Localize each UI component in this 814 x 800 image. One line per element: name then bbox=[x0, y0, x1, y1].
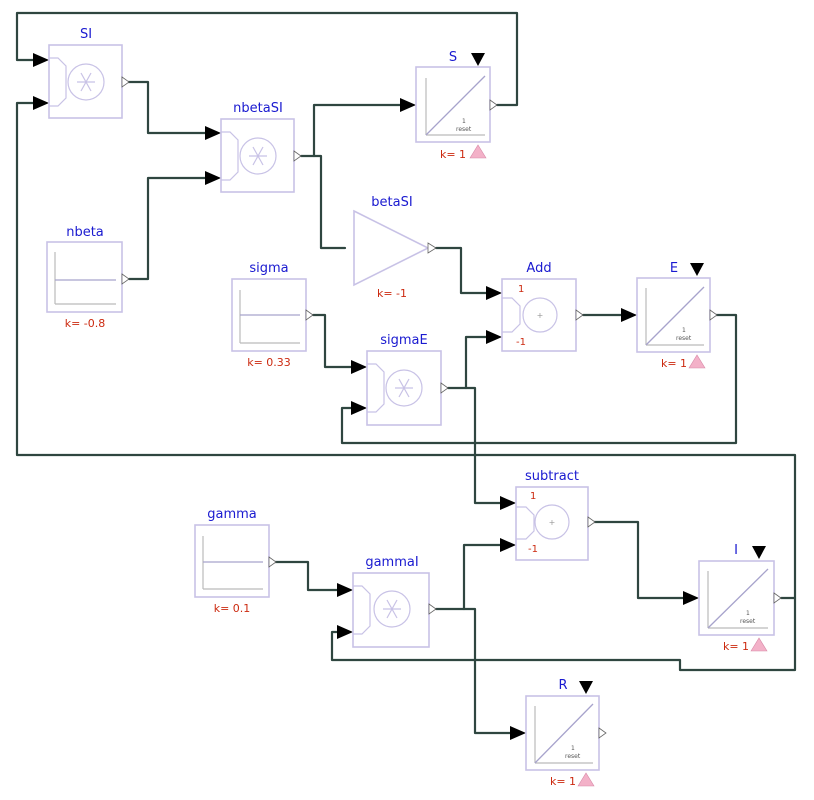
arrow-gammai-in2 bbox=[337, 625, 353, 639]
block-i-integrator[interactable]: 1 reset I k= 1 bbox=[698, 543, 782, 653]
block-i-title: I bbox=[734, 543, 738, 558]
block-r-param: k= 1 bbox=[550, 775, 576, 788]
block-subtract-in2-label: -1 bbox=[528, 544, 538, 555]
block-e-param: k= 1 bbox=[661, 357, 687, 370]
block-nbeta[interactable]: nbeta k= -0.8 bbox=[46, 225, 130, 330]
block-subtract-in1-label: 1 bbox=[530, 491, 536, 502]
block-r-trigger-icon[interactable] bbox=[577, 772, 595, 787]
block-si-title: SI bbox=[80, 27, 92, 42]
block-r-reset-port-icon[interactable] bbox=[579, 681, 593, 694]
wire-i-to-si[interactable] bbox=[15, 101, 797, 600]
block-subtract-title: subtract bbox=[525, 469, 579, 484]
block-nbetasi-title: nbetaSI bbox=[233, 101, 283, 116]
arrow-subtract-in2 bbox=[500, 538, 516, 552]
wire-subtract-to-i[interactable] bbox=[592, 520, 692, 600]
arrow-subtract-in1 bbox=[500, 496, 516, 510]
block-betasi-title: betaSI bbox=[371, 195, 412, 210]
arrow-si-in2 bbox=[33, 96, 49, 110]
svg-text:+: + bbox=[537, 311, 544, 320]
block-gamma[interactable]: gamma k= 0.1 bbox=[194, 507, 277, 615]
svg-text:+: + bbox=[549, 518, 556, 527]
block-e-integrator[interactable]: 1 reset E k= 1 bbox=[636, 261, 718, 370]
block-i-one: 1 bbox=[746, 610, 750, 617]
block-gamma-param: k= 0.1 bbox=[214, 602, 251, 615]
block-e-one: 1 bbox=[682, 327, 686, 334]
block-add-title: Add bbox=[526, 261, 551, 276]
block-betasi-gain[interactable]: betaSI k= -1 bbox=[353, 195, 437, 300]
block-subtract[interactable]: + 1 -1 subtract bbox=[515, 469, 596, 561]
wire-nbeta-to-nbetasi[interactable] bbox=[127, 176, 214, 281]
block-sigmae[interactable]: sigmaE bbox=[366, 333, 449, 426]
block-gammai-title: gammaI bbox=[365, 555, 418, 570]
wire-betasi-to-add[interactable] bbox=[434, 246, 495, 295]
block-s-reset: reset bbox=[456, 126, 472, 133]
wire-s-to-si[interactable] bbox=[15, 11, 519, 107]
wire-si-to-nbetasi[interactable] bbox=[126, 80, 214, 135]
wire-sigmae-to-subtract[interactable] bbox=[464, 386, 509, 505]
block-s-param: k= 1 bbox=[440, 148, 466, 161]
block-sigma-title: sigma bbox=[249, 261, 288, 276]
arrow-nbetasi-in2 bbox=[205, 171, 221, 185]
wire-nbetasi-to-s[interactable] bbox=[299, 103, 409, 158]
arrow-e-in bbox=[621, 308, 637, 322]
arrow-s-in bbox=[400, 98, 416, 112]
block-r-title: R bbox=[558, 678, 567, 693]
arrow-sigmae-in2 bbox=[351, 401, 367, 415]
block-sigmae-title: sigmaE bbox=[380, 333, 427, 348]
wire-gamma-to-gammai[interactable] bbox=[273, 560, 346, 592]
wire-gammai-to-r[interactable] bbox=[462, 607, 519, 735]
block-r-reset: reset bbox=[565, 753, 581, 760]
arrow-r-in bbox=[510, 726, 526, 740]
block-add[interactable]: + 1 -1 Add bbox=[501, 261, 584, 352]
wire-sigma-to-sigmae[interactable] bbox=[311, 313, 360, 369]
block-nbeta-title: nbeta bbox=[66, 225, 104, 240]
block-i-param: k= 1 bbox=[723, 640, 749, 653]
block-nbeta-param: k= -0.8 bbox=[65, 317, 106, 330]
block-add-in1-label: 1 bbox=[518, 284, 524, 295]
block-e-trigger-icon[interactable] bbox=[688, 354, 706, 369]
wire-nbetasi-to-betasi[interactable] bbox=[312, 154, 347, 250]
wire-i-to-gammai[interactable] bbox=[330, 596, 797, 672]
block-e-title: E bbox=[670, 261, 678, 276]
arrow-nbetasi-in1 bbox=[205, 126, 221, 140]
block-s-reset-port-icon[interactable] bbox=[471, 53, 485, 66]
block-i-reset-port-icon[interactable] bbox=[752, 546, 766, 559]
block-e-reset: reset bbox=[676, 335, 692, 342]
block-r-one: 1 bbox=[571, 745, 575, 752]
block-betasi-param: k= -1 bbox=[377, 287, 407, 300]
block-s-one: 1 bbox=[462, 118, 466, 125]
block-si[interactable]: SI bbox=[48, 27, 130, 119]
arrow-gammai-in1 bbox=[337, 583, 353, 597]
arrow-sigmae-in1 bbox=[351, 360, 367, 374]
block-e-reset-port-icon[interactable] bbox=[690, 263, 704, 276]
block-i-trigger-icon[interactable] bbox=[750, 637, 768, 652]
block-nbetasi[interactable]: nbetaSI bbox=[220, 101, 302, 193]
block-s-trigger-icon[interactable] bbox=[469, 144, 487, 159]
arrow-si-in1 bbox=[33, 53, 49, 67]
block-s-title: S bbox=[449, 50, 457, 65]
arrow-add-in1 bbox=[486, 286, 502, 300]
wires bbox=[15, 11, 797, 735]
block-gammai[interactable]: gammaI bbox=[352, 555, 437, 648]
block-add-in2-label: -1 bbox=[516, 337, 526, 348]
wire-sigmae-to-add[interactable] bbox=[446, 335, 495, 390]
wire-e-to-sigmae[interactable] bbox=[340, 313, 738, 445]
block-gamma-title: gamma bbox=[207, 507, 257, 522]
block-sigma[interactable]: sigma k= 0.33 bbox=[231, 261, 314, 369]
block-i-reset: reset bbox=[740, 618, 756, 625]
input-arrows bbox=[33, 53, 699, 740]
arrow-i-in bbox=[683, 591, 699, 605]
block-r-integrator[interactable]: 1 reset R k= 1 bbox=[525, 678, 607, 788]
block-s-integrator[interactable]: 1 reset S k= 1 bbox=[415, 50, 498, 161]
arrow-add-in2 bbox=[486, 330, 502, 344]
wire-gammai-to-subtract[interactable] bbox=[434, 543, 509, 611]
block-sigma-param: k= 0.33 bbox=[247, 356, 291, 369]
